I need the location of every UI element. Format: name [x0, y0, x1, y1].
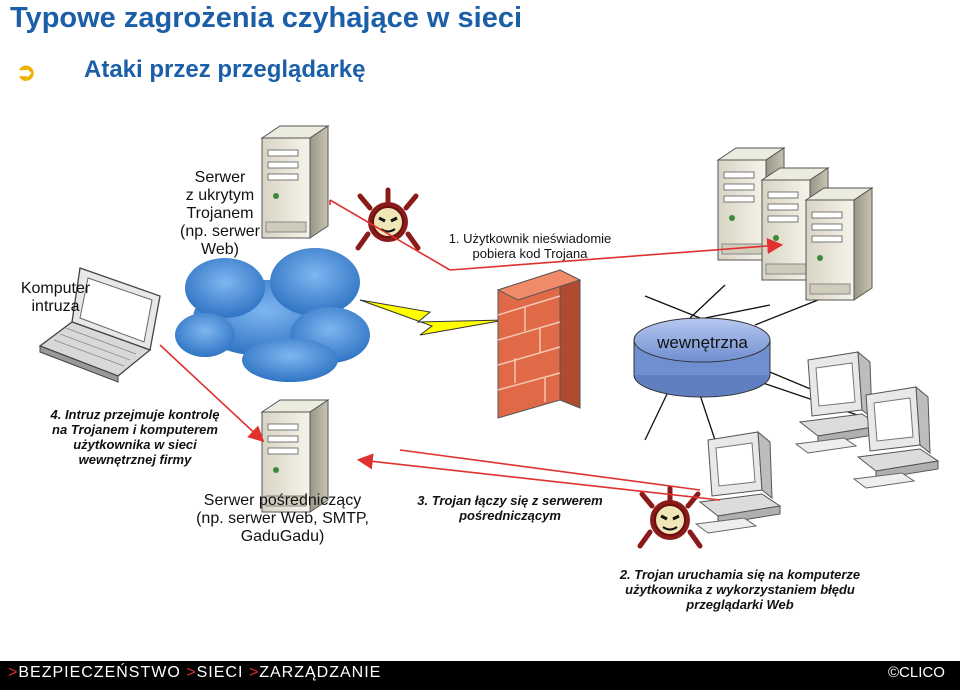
- cloud-icon: [175, 248, 370, 382]
- step-4-text: 4. Intruz przejmuje kontrolę na Trojanem…: [45, 407, 225, 467]
- arrow-bullet-icon: ➲: [16, 59, 37, 86]
- proxy-server-label: Serwer pośredniczący (np. serwer Web, SM…: [190, 492, 375, 546]
- step-4-line1: 4. Intruz przejmuje kontrolę: [50, 407, 220, 422]
- proxy-server-label-line2: (np. serwer Web, SMTP,: [196, 510, 369, 527]
- proxy-server-label-line1: Serwer pośredniczący: [203, 492, 362, 509]
- laptop-icon: [38, 267, 161, 383]
- footer-nav: >BEZPIECZEŃSTWO >SIECI >ZARZĄDZANIE: [8, 664, 381, 682]
- step-4-line2: na Trojanem i komputerem: [52, 422, 218, 437]
- server-trojan-label-line1: Serwer: [194, 169, 246, 186]
- network-disc-icon: [633, 317, 771, 398]
- step-2-line2: użytkownika z wykorzystaniem błędu: [625, 582, 855, 597]
- intruder-label-line1: Komputer: [20, 280, 91, 297]
- footer-bar: [0, 661, 960, 690]
- step-3-text: 3. Trojan łączy się z serwerem pośrednic…: [405, 493, 615, 523]
- step-3-line2: pośredniczącym: [459, 508, 561, 523]
- proxy-server-label-line3: GaduGadu): [240, 528, 325, 545]
- step-1-line2: pobiera kod Trojana: [472, 246, 588, 261]
- server-trojan-label: Serwer z ukrytym Trojanem (np. serwer We…: [160, 169, 280, 259]
- intruder-label-line2: intruza: [31, 298, 80, 315]
- footer-item-management: ZARZĄDZANIE: [259, 664, 382, 681]
- workstation-icon: [853, 386, 939, 489]
- lightning-icon: [359, 299, 506, 336]
- workstation-icon: [695, 431, 781, 534]
- footer-chevron: >: [8, 664, 19, 681]
- footer-item-security: BEZPIECZEŃSTWO: [18, 664, 181, 681]
- step-2-line3: przeglądarki Web: [686, 597, 794, 612]
- footer-chevron: >: [248, 664, 260, 681]
- server-icon: [805, 187, 873, 301]
- footer-chevron: >: [186, 664, 197, 681]
- slide-subtitle: Ataki przez przeglądarkę: [84, 56, 366, 83]
- step-2-line1: 2. Trojan uruchamia się na komputerze: [619, 567, 861, 582]
- firewall-icon: [496, 269, 582, 419]
- step-4-line4: wewnętrznej firmy: [78, 452, 192, 467]
- step-1-line1: 1. Użytkownik nieświadomie: [448, 231, 612, 246]
- clico-logo: ©CLICO: [888, 664, 945, 681]
- server-trojan-label-line2: z ukrytym Trojanem: [185, 187, 255, 222]
- attack-path-arrows: [159, 199, 784, 501]
- step-2-text: 2. Trojan uruchamia się na komputerze uż…: [605, 567, 875, 612]
- step-3-line1: 3. Trojan łączy się z serwerem: [417, 493, 603, 508]
- trojan-icon: [358, 190, 418, 248]
- server-trojan-label-line3: (np. serwer Web): [179, 223, 261, 258]
- step-4-line3: użytkownika w sieci: [73, 437, 197, 452]
- footer-item-networks: SIECI: [196, 664, 244, 681]
- internal-network-label: wewnętrzna: [657, 333, 748, 352]
- attack-diagram: [38, 125, 939, 660]
- step-1-text: 1. Użytkownik nieświadomie pobiera kod T…: [430, 231, 630, 261]
- slide-title: Typowe zagrożenia czyhające w sieci: [10, 2, 523, 34]
- intruder-label: Komputer intruza: [8, 280, 103, 316]
